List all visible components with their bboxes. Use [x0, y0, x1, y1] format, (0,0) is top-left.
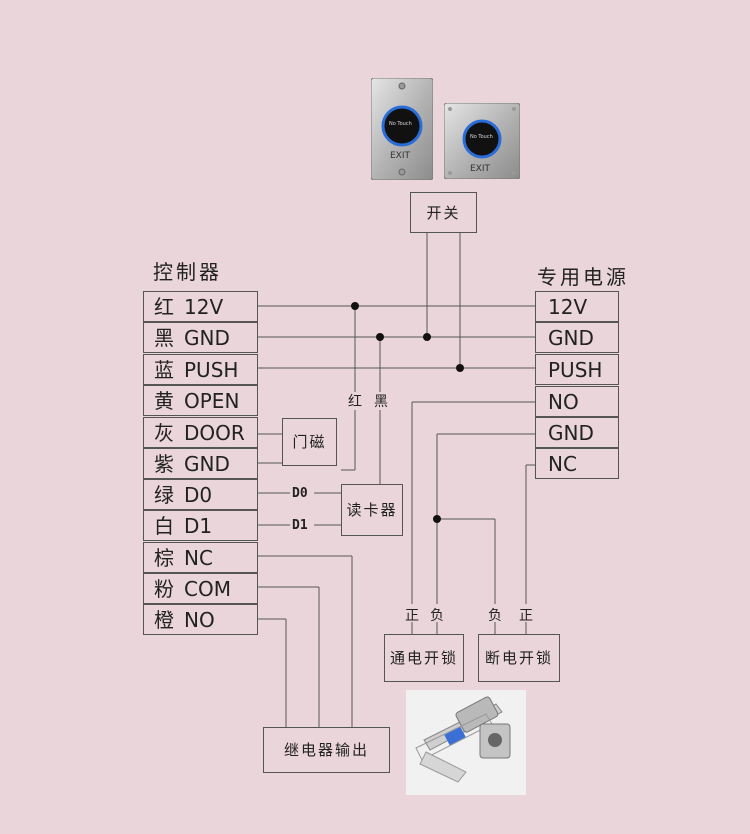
d0-label: D0 [292, 486, 308, 501]
exit-text: EXIT [390, 151, 411, 161]
controller-wire-color: 白 [154, 514, 174, 538]
controller-wire-color: 棕 [154, 546, 174, 570]
controller-terminal: GND [184, 326, 230, 350]
controller-row: 黑 GND [143, 322, 258, 353]
psu-title: 专用电源 [537, 265, 629, 289]
psu-terminal: 12V [535, 291, 619, 322]
card-reader-box: 读卡器 [341, 484, 403, 536]
psu-terminal: PUSH [535, 354, 619, 385]
junction-dot [376, 333, 384, 341]
controller-wire-color: 灰 [154, 421, 174, 445]
power-off-lock-box: 断电开锁 [478, 634, 560, 682]
power-on-lock-label: 通电开锁 [389, 649, 458, 667]
controller-terminal: PUSH [184, 358, 239, 382]
psu-terminal: GND [535, 417, 619, 448]
lock-off-pos-label: 正 [519, 608, 533, 624]
lock-on-neg-label: 负 [430, 608, 444, 624]
controller-terminal: D0 [184, 483, 213, 507]
controller-row: 绿 D0 [143, 479, 258, 510]
d1-label: D1 [292, 518, 308, 533]
exit-switch-photo-1: No Touch EXIT [370, 77, 434, 181]
junction-dot [351, 302, 359, 310]
controller-terminal: NC [184, 546, 213, 570]
controller-terminal: COM [184, 577, 231, 601]
psu-terminal: NC [535, 448, 619, 479]
controller-terminal: D1 [184, 514, 213, 538]
junction-dot [423, 333, 431, 341]
psu-terminal: GND [535, 322, 619, 353]
controller-row: 橙 NO [143, 604, 258, 635]
controller-wire-color: 橙 [154, 608, 174, 632]
junction-dot [456, 364, 464, 372]
exit-text: EXIT [470, 164, 491, 174]
controller-row: 蓝 PUSH [143, 354, 258, 385]
no-touch-text: No Touch [470, 134, 493, 140]
controller-wire-color: 黄 [154, 389, 174, 413]
controller-wire-color: 绿 [154, 483, 174, 507]
controller-title: 控制器 [153, 260, 222, 284]
controller-terminal: OPEN [184, 389, 240, 413]
junction-dot [433, 515, 441, 523]
controller-wire-color: 粉 [154, 577, 174, 601]
controller-row: 白 D1 [143, 510, 258, 541]
controller-row: 灰 DOOR [143, 417, 258, 448]
controller-wire-color: 蓝 [154, 358, 174, 382]
controller-row: 黄 OPEN [143, 385, 258, 416]
controller-terminal: 12V [184, 295, 224, 319]
switch-label: 开关 [426, 204, 461, 222]
controller-row: 粉 COM [143, 573, 258, 604]
psu-terminal: NO [535, 386, 619, 417]
controller-row: 紫 GND [143, 448, 258, 479]
controller-row: 棕 NC [143, 542, 258, 573]
controller-wire-color: 红 [154, 295, 174, 319]
power-off-lock-label: 断电开锁 [484, 649, 553, 667]
controller-row: 红 12V [143, 291, 258, 322]
switch-box: 开关 [410, 192, 477, 233]
card-reader-label: 读卡器 [346, 501, 398, 519]
lock-photo [406, 690, 526, 795]
controller-terminal: DOOR [184, 421, 245, 445]
door-magnet-box: 门磁 [282, 418, 337, 466]
controller-wire-color: 黑 [154, 326, 174, 350]
controller-terminal: GND [184, 452, 230, 476]
lock-off-neg-label: 负 [488, 608, 502, 624]
reader-red-label: 红 [348, 394, 362, 410]
controller-wire-color: 紫 [154, 452, 174, 476]
lock-on-pos-label: 正 [405, 608, 419, 624]
relay-output-label: 继电器输出 [283, 741, 369, 759]
controller-terminal: NO [184, 608, 215, 632]
reader-black-label: 黑 [374, 394, 388, 410]
relay-output-box: 继电器输出 [263, 727, 390, 773]
power-on-lock-box: 通电开锁 [384, 634, 464, 682]
exit-switch-photo-2: No Touch EXIT [443, 102, 521, 180]
no-touch-text: No Touch [389, 121, 412, 127]
door-magnet-label: 门磁 [292, 433, 327, 451]
